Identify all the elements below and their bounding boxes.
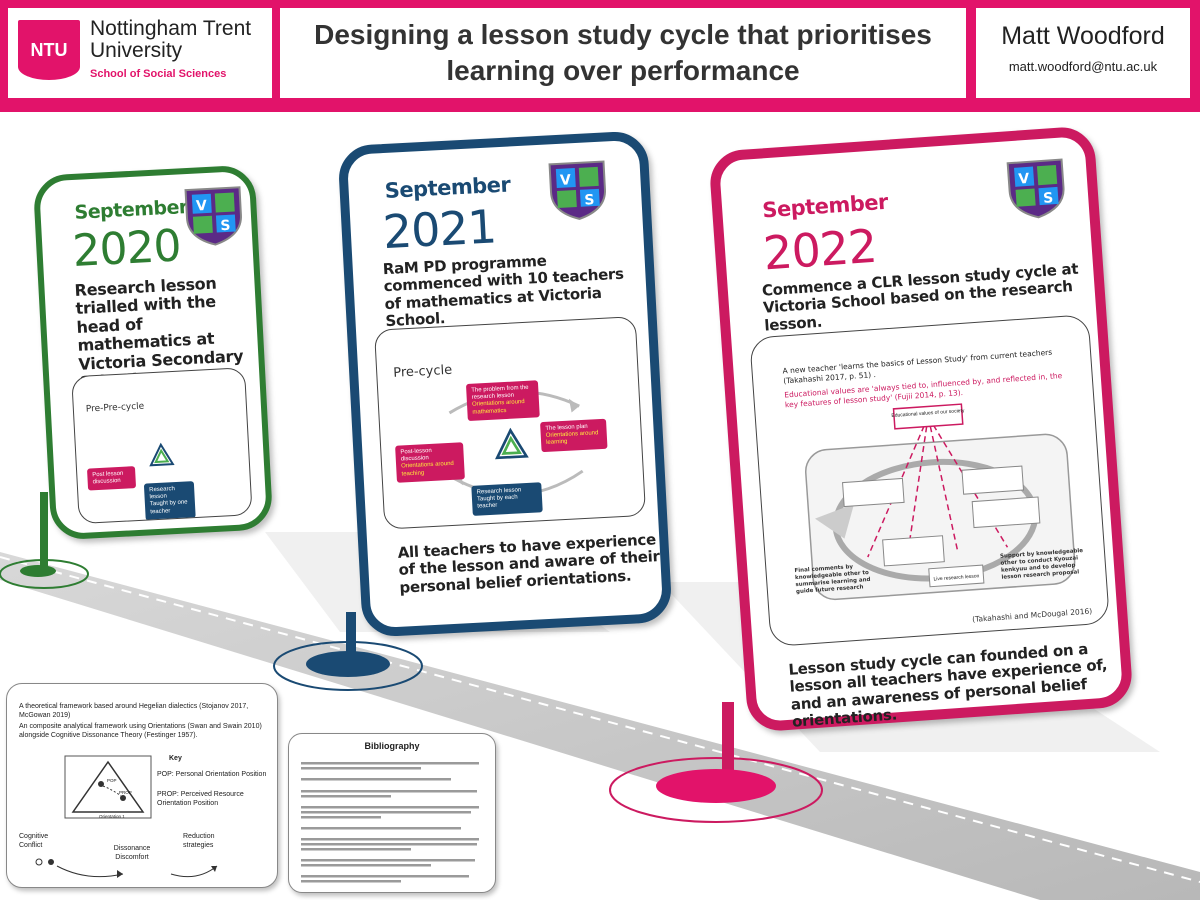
- road-lane-marking: [0, 556, 1200, 883]
- cognitive-conflict-label: Cognitive Conflict: [19, 833, 49, 849]
- research-lesson-tag: Research lesson Taught by each teacher: [471, 482, 543, 516]
- live-research-box: Live research lesson: [933, 573, 979, 582]
- key-pop: POP: Personal Orientation Position: [157, 771, 267, 778]
- pole-2020: [40, 492, 48, 574]
- timeline-sign-2022: September 2022 V S Commence a CLR lesson…: [708, 125, 1134, 733]
- crest-letter: V: [1018, 171, 1030, 188]
- tag-line: The problem from the research lesson: [471, 384, 529, 401]
- crest-letter: S: [1043, 190, 1054, 207]
- pole-base-2022: [656, 769, 776, 803]
- pole-base-ring-2021: [273, 641, 423, 691]
- diagram-text: A new teacher 'learns the basics of Less…: [782, 347, 1053, 376]
- sign-year: 2022: [761, 218, 879, 281]
- prop-label: PROP: [119, 790, 132, 795]
- bibliography-entries: [301, 762, 479, 883]
- ntu-logo-mark: NTU: [18, 20, 80, 80]
- pop-label: POP: [107, 778, 117, 783]
- author-email: matt.woodford@ntu.ac.uk: [1008, 59, 1158, 74]
- final-comments-text: Final comments by knowledgeable other to…: [794, 564, 871, 596]
- pole-base-ring-2020: [0, 559, 89, 589]
- sign-footer: All teachers to have experience of the l…: [397, 530, 661, 597]
- framework-line1: A theoretical framework based around Heg…: [19, 703, 249, 719]
- lesson-study-cycle-diagram: A new teacher 'learns the basics of Less…: [749, 314, 1111, 648]
- sign-month: September: [761, 189, 889, 223]
- tag-highlight: Orientations around learning: [545, 430, 599, 447]
- poster-header: NTU Nottingham Trent University School o…: [0, 0, 1200, 112]
- theoretical-framework-panel: A theoretical framework based around Heg…: [6, 683, 278, 888]
- university-name-line2: University: [90, 39, 183, 62]
- tag-highlight: Orientations around teaching: [401, 461, 454, 478]
- timeline-sign-2021: September 2021 V S RaM PD programme comm…: [337, 130, 673, 638]
- pole-base-2021: [306, 651, 390, 677]
- sign-month: September: [74, 195, 189, 224]
- research-lesson-tag: Research lesson Taught by one teacher: [143, 481, 196, 521]
- support-text: Support by knowledgeable other to conduc…: [999, 548, 1084, 581]
- cycle-diagram-pre-cycle: Pre-cycle The problem from the research …: [373, 316, 647, 530]
- post-lesson-discussion-tag: Post lesson discussion: [86, 466, 137, 491]
- rethinking-maths-logo-icon: [149, 442, 175, 467]
- university-name: Nottingham Trent University: [90, 18, 251, 62]
- school-crest-icon: V S: [184, 186, 242, 246]
- key-title: Key: [169, 755, 182, 762]
- orientation-triangle-diagram: POP PROP Orientation 1: [64, 755, 152, 819]
- orientation-label: Orientation 1: [99, 814, 125, 819]
- crest-letter: S: [584, 192, 595, 209]
- pole-base-2020: [20, 565, 56, 577]
- timeline-sign-2020: September 2020 V S Research lesson trial…: [32, 164, 274, 541]
- university-logo: NTU Nottingham Trent University School o…: [8, 8, 272, 98]
- rethinking-maths-logo-icon: [495, 427, 529, 460]
- sign-year: 2021: [381, 199, 498, 260]
- bibliography-panel: Bibliography: [288, 733, 496, 893]
- dissonance-label: Dissonance Discomfort: [113, 845, 151, 861]
- university-name-line1: Nottingham Trent: [90, 17, 252, 40]
- problem-from-research-tag: The problem from the research lesson Ori…: [465, 380, 540, 421]
- author-panel: Matt Woodford matt.woodford@ntu.ac.uk: [976, 8, 1190, 98]
- cycle-diagram-pre-pre: Pre-Pre-cycle Post lesson discussion Res…: [71, 367, 253, 525]
- pole-base-ring-2022: [609, 757, 823, 823]
- crest-letter: V: [196, 198, 208, 215]
- inset-title: Pre-cycle: [392, 362, 453, 381]
- educational-values-box: Educational values of our society: [891, 408, 965, 419]
- sign-year: 2020: [71, 220, 182, 278]
- crest-letter: V: [560, 172, 572, 189]
- tag-line: Post-lesson discussion: [400, 447, 432, 463]
- tag-line: Taught by each teacher: [476, 494, 518, 510]
- tag-line: Taught by one teacher: [149, 499, 188, 515]
- key-prop: PROP: Perceived Resource Orientation Pos…: [157, 791, 244, 807]
- school-name: School of Social Sciences: [90, 68, 227, 80]
- school-crest-icon: V S: [548, 160, 606, 220]
- inset-title: Pre-Pre-cycle: [85, 401, 145, 415]
- title-panel: Designing a lesson study cycle that prio…: [280, 8, 966, 98]
- bibliography-title: Bibliography: [364, 741, 420, 751]
- reduction-label: Reduction strategies: [183, 833, 215, 849]
- post-lesson-discussion-tag: Post-lesson discussion Orientations arou…: [395, 442, 465, 483]
- framework-line2: An composite analytical framework using …: [19, 723, 262, 739]
- lesson-plan-tag: The lesson plan Orientations around lear…: [540, 418, 608, 452]
- pole-2021: [346, 612, 356, 662]
- author-name: Matt Woodford: [1001, 22, 1165, 50]
- poster-title: Designing a lesson study cycle that prio…: [314, 19, 932, 86]
- tag-line: Research lesson: [149, 486, 176, 501]
- crest-letter: S: [220, 218, 231, 235]
- lesson-study-cycle-figure: Educational values of our society Live r…: [804, 403, 1076, 601]
- tag-highlight: Orientations around mathematics: [471, 399, 525, 416]
- dissonance-flow-arrows: [35, 858, 218, 878]
- pole-2022: [722, 702, 734, 780]
- school-crest-icon: V S: [1006, 158, 1065, 219]
